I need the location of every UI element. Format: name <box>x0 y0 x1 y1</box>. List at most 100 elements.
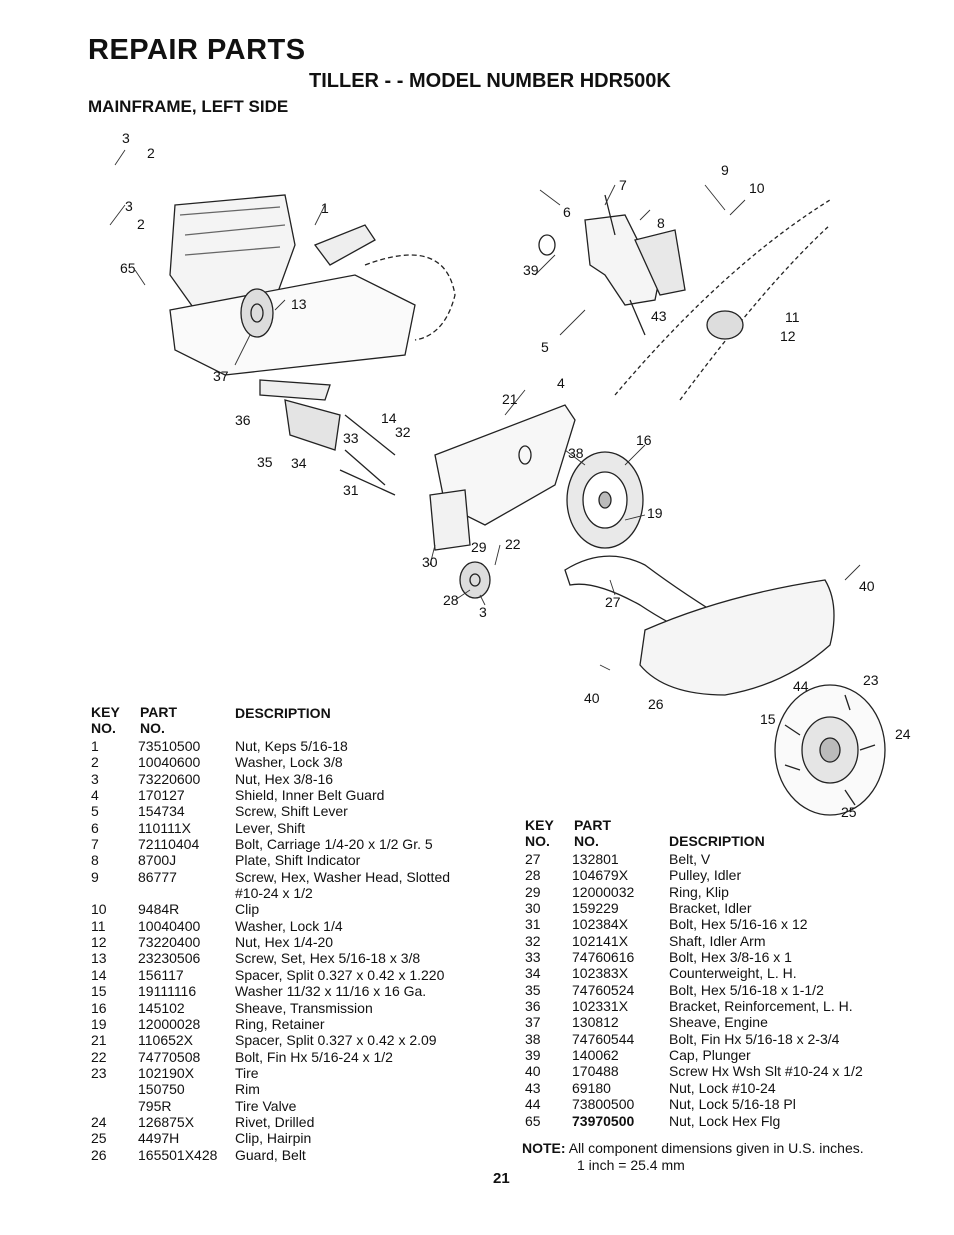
key-cell: 31 <box>525 916 541 933</box>
part-number-cell: 74770508 <box>138 1048 201 1065</box>
callout-label: 5 <box>541 339 549 355</box>
description-cell: Nut, Lock Hex Flg <box>669 1112 781 1129</box>
callout-label: 4 <box>557 375 565 391</box>
key-cell: 23 <box>91 1064 107 1081</box>
part-number-cell: 102331X <box>572 998 629 1015</box>
part-number-cell: 156117 <box>138 966 184 983</box>
key-cell: 8 <box>91 852 99 869</box>
description-cell: Washer, Lock 1/4 <box>235 917 343 934</box>
key-cell: 14 <box>91 966 107 983</box>
part-number-cell: 86777 <box>138 868 177 885</box>
key-cell: 19 <box>91 1015 107 1032</box>
note-conversion: 1 inch = 25.4 mm <box>577 1157 685 1173</box>
callout-label: 7 <box>619 177 627 193</box>
page-number: 21 <box>493 1170 510 1187</box>
callout-label: 3 <box>479 604 487 620</box>
description-cell: Pulley, Idler <box>669 867 742 884</box>
key-cell: 28 <box>525 867 541 884</box>
description-cell: Spacer, Split 0.327 x 0.42 x 2.09 <box>235 1032 437 1049</box>
key-cell: 39 <box>525 1047 541 1064</box>
part-number-cell: 170488 <box>572 1063 619 1080</box>
key-cell: 32 <box>525 932 541 949</box>
key-cell: 37 <box>525 1014 541 1031</box>
callout-label: 2 <box>147 145 155 161</box>
key-cell: 4 <box>91 787 99 804</box>
table-row: 31 102384X Bolt, Hex 5/16-16 x 12 <box>522 916 942 932</box>
callout-label: 13 <box>291 296 307 312</box>
description-cell: Screw Hx Wsh Slt #10-24 x 1/2 <box>669 1063 863 1080</box>
callout-label: 10 <box>749 180 765 196</box>
part-number-cell: 102190X <box>138 1064 195 1081</box>
callout-label: 26 <box>648 696 664 712</box>
part-number-cell: 12000028 <box>138 1015 201 1032</box>
description-cell: Bolt, Hex 5/16-16 x 12 <box>669 916 808 933</box>
part-number-cell: 19111116 <box>138 983 197 1000</box>
engine-sheave-drawing <box>240 288 274 338</box>
key-cell: 26 <box>91 1146 107 1163</box>
description-cell: Bracket, Idler <box>669 900 752 917</box>
table-row: 65 73970500 Nut, Lock Hex Flg <box>522 1113 942 1129</box>
key-header: KEY <box>525 817 554 833</box>
description-cell: Screw, Shift Lever <box>235 803 348 820</box>
key-cell: 2 <box>91 754 99 771</box>
exploded-parts-diagram: 3 2 3 2 65 1 13 37 36 35 34 31 14 33 32 … <box>85 125 925 825</box>
key-cell: 7 <box>91 836 99 853</box>
description-cell: Washer, Lock 3/8 <box>235 754 343 771</box>
part-number-cell: 102141X <box>572 932 629 949</box>
callout-label: 16 <box>636 432 652 448</box>
part-number-cell: 154734 <box>138 803 185 820</box>
description-cell: Screw, Hex, Washer Head, Slotted <box>235 868 451 885</box>
model-heading: TILLER - - MODEL NUMBER HDR500K <box>309 70 671 92</box>
callout-label: 39 <box>523 262 539 278</box>
description-cell: Bolt, Carriage 1/4-20 x 1/2 Gr. 5 <box>235 836 433 853</box>
part-number-cell: 102384X <box>572 916 629 933</box>
callout-label: 11 <box>785 309 800 325</box>
part-number-cell: 132801 <box>572 851 619 867</box>
part-number-cell: 72110404 <box>138 836 200 853</box>
key-cell: 1 <box>91 738 99 754</box>
part-number-cell: 73970500 <box>572 1112 635 1129</box>
part-number-cell: 126875X <box>138 1113 195 1130</box>
part-number-cell: 9484R <box>138 901 180 918</box>
description-cell: Cap, Plunger <box>669 1047 751 1064</box>
idler-pulley-drawing <box>459 561 491 599</box>
callout-label: 3 <box>125 198 133 214</box>
callout-label: 9 <box>721 162 729 178</box>
description-cell: #10-24 x 1/2 <box>235 885 313 902</box>
description-cell: Plate, Shift Indicator <box>235 852 361 869</box>
callout-label: 34 <box>291 455 307 471</box>
callout-label: 35 <box>257 454 273 470</box>
key-header: KEY <box>91 704 120 720</box>
callout-label: 29 <box>471 539 487 555</box>
page-title: REPAIR PARTS <box>88 34 306 66</box>
callout-label: 1 <box>321 200 329 216</box>
key-cell: 65 <box>525 1112 541 1129</box>
key-cell: 5 <box>91 803 99 820</box>
callout-label: 2 <box>137 216 145 232</box>
table-row: 5 154734 Screw, Shift Lever <box>88 803 488 819</box>
description-cell: Shield, Inner Belt Guard <box>235 787 385 804</box>
callout-label: 3 <box>122 130 130 146</box>
description-cell: Rim <box>235 1081 260 1098</box>
description-cell: Clip, Hairpin <box>235 1130 312 1147</box>
description-cell: Washer 11/32 x 11/16 x 16 Ga. <box>235 983 427 1000</box>
key-cell: 35 <box>525 981 541 998</box>
part-number-cell: 73800500 <box>572 1096 635 1113</box>
table-row: #10-24 x 1/2 <box>88 885 488 901</box>
part-number-cell: 74760544 <box>572 1030 635 1047</box>
